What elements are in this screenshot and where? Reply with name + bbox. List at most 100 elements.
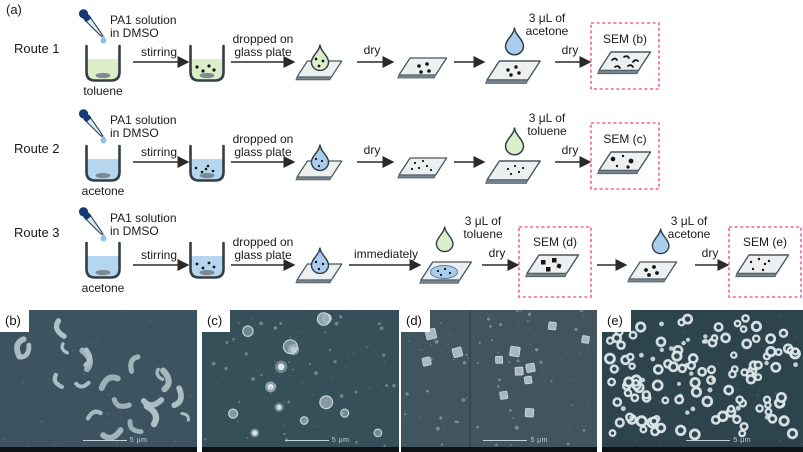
particle-dots: [436, 267, 452, 277]
beaker-acetone-icon: [85, 144, 121, 182]
particle-marks: [611, 55, 639, 69]
wet-film-icon: [430, 265, 458, 279]
route-3-label: Route 3: [14, 225, 60, 240]
dropped-on-label: dropped on: [233, 235, 294, 249]
stirring-label: stirring: [141, 145, 177, 159]
glass-plate-icon: [484, 60, 541, 85]
added-solvent-label: acetone: [668, 227, 711, 241]
beaker-stirred-icon: [189, 144, 225, 182]
glass-plate-icon: [734, 254, 790, 278]
particle-dots: [644, 265, 659, 277]
particle-dots: [749, 257, 771, 272]
beaker-acetone-icon: [85, 241, 121, 279]
scale-bar-text: 5 μm: [129, 437, 148, 444]
sem-dashed-box: [590, 122, 660, 190]
glass-plate-icon: [397, 57, 448, 79]
scale-bar: 5 μm: [284, 437, 350, 444]
sem-dashed-box: [590, 22, 660, 90]
beaker-stirred-icon: [189, 241, 225, 279]
particle-dots: [506, 65, 521, 77]
pa1-solution-label: PA1 solution: [110, 113, 177, 127]
sem-image-d: (d) 5 μm: [401, 310, 597, 452]
droplet-icon: [504, 26, 525, 56]
in-dmso-label: in DMSO: [110, 26, 159, 40]
dry-label: dry: [562, 43, 579, 57]
dry-label: dry: [364, 43, 381, 57]
solvent-label: toluene: [83, 84, 123, 98]
pa1-solution-label: PA1 solution: [110, 13, 177, 27]
scale-bar-text: 5 μm: [331, 437, 350, 444]
sem-panel-label: (e): [602, 310, 631, 332]
dry-label: dry: [364, 143, 381, 157]
amount-label: 3 μL of: [671, 214, 708, 228]
sem-panel-label: (c): [202, 310, 231, 332]
glass-plate-icon: [596, 151, 652, 175]
droplet-icon: [435, 225, 454, 253]
route-1-label: Route 1: [14, 41, 60, 56]
scale-bar-text: 5 μm: [530, 437, 549, 444]
dropper-icon: [76, 6, 108, 41]
dropper-icon: [76, 204, 108, 239]
sem-micrograph-c: [202, 310, 399, 447]
scale-bar-text: 5 μm: [733, 437, 752, 444]
sem-dashed-box: [728, 226, 802, 298]
route-2-label: Route 2: [14, 141, 60, 156]
sem-image-b: (b) 5 μm: [0, 310, 197, 452]
in-dmso-label: in DMSO: [110, 126, 159, 140]
panel-a-label: (a): [6, 2, 22, 17]
sem-b-label: SEM (b): [603, 32, 647, 46]
dry-label: dry: [562, 143, 579, 157]
immediately-label: immediately: [354, 247, 418, 261]
glass-plate-icon: [484, 160, 541, 185]
solvent-label: acetone: [82, 184, 125, 198]
sem-e-label: SEM (e): [743, 235, 787, 249]
amount-label: 3 μL of: [465, 214, 502, 228]
droplet-icon: [310, 143, 330, 172]
particle-dots: [506, 164, 525, 176]
dropped-on-label: dropped on: [233, 132, 294, 146]
sem-micrograph-b: [0, 310, 197, 447]
scale-bar: 5 μm: [483, 437, 548, 444]
glass-plate-label: glass plate: [234, 248, 292, 262]
sem-dashed-box: [518, 226, 592, 298]
particle-squares: [541, 258, 562, 272]
scale-bar-line: [686, 440, 731, 441]
scale-bar-line: [82, 440, 127, 441]
sem-image-c: (c) 5 μm: [202, 310, 399, 452]
glass-plate-icon: [596, 51, 652, 75]
particle-dots: [195, 64, 216, 73]
sem-panel-label: (d): [401, 310, 430, 332]
scale-bar-line: [483, 440, 528, 441]
added-solvent-label: acetone: [526, 24, 569, 38]
droplet-icon: [651, 227, 670, 255]
glass-plate-label: glass plate: [234, 145, 292, 159]
particle-dots: [314, 157, 324, 168]
process-diagram: (a) Route 1 PA1 solution in DMSO toluene…: [6, 2, 802, 298]
sem-micrograph-d: [401, 310, 597, 447]
dry-label: dry: [489, 246, 506, 260]
sem-micrograph-e: [602, 310, 803, 447]
particle-dots: [417, 62, 431, 74]
sem-c-label: SEM (c): [603, 132, 646, 146]
in-dmso-label: in DMSO: [110, 224, 159, 238]
amount-label: 3 μL of: [529, 111, 566, 125]
particle-dots: [194, 164, 215, 174]
scale-bar-line: [284, 440, 329, 441]
sem-d-label: SEM (d): [533, 235, 577, 249]
scale-bar: 5 μm: [82, 437, 148, 444]
added-solvent-label: toluene: [463, 227, 503, 241]
beaker-stirred-icon: [189, 44, 225, 82]
beaker-toluene-icon: [85, 44, 121, 82]
glass-plate-icon: [627, 261, 678, 283]
particle-dots: [314, 260, 325, 271]
droplet-icon: [504, 126, 525, 156]
added-solvent-label: toluene: [527, 124, 567, 138]
dropper-icon: [76, 106, 108, 141]
particle-dots: [610, 154, 634, 169]
dropped-on-label: dropped on: [233, 32, 294, 46]
dry-label: dry: [702, 246, 719, 260]
stirring-label: stirring: [141, 45, 177, 59]
sem-panel-label: (b): [0, 310, 29, 332]
solvent-label: acetone: [82, 281, 125, 295]
